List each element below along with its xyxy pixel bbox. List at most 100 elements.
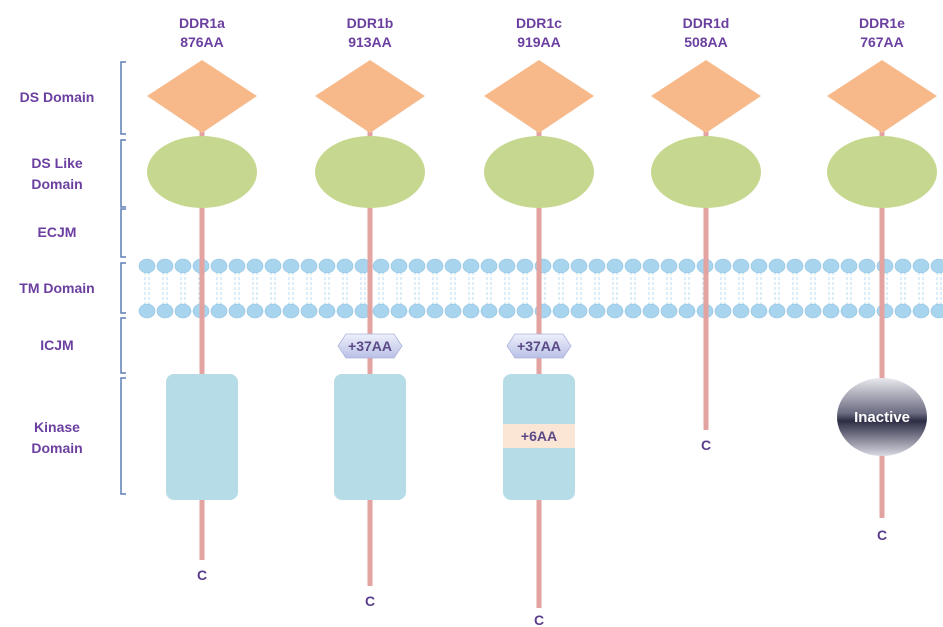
- stem-line: [199, 258, 205, 320]
- lipid-head: [426, 258, 444, 274]
- stem-line: [536, 130, 542, 608]
- lipid-head: [138, 303, 156, 319]
- lipid-head: [480, 303, 498, 319]
- lipid-head: [588, 258, 606, 274]
- lipid-head: [714, 303, 732, 319]
- lipid: [372, 258, 390, 319]
- lipid-head: [462, 303, 480, 319]
- stem-line: [703, 258, 709, 320]
- lipid-head: [840, 303, 858, 319]
- c-terminus-label: C: [365, 593, 375, 609]
- ds-domain-diamond: [315, 60, 425, 133]
- lipid-head: [264, 258, 282, 274]
- isoform-length: 767AA: [860, 34, 904, 50]
- stem-line: [536, 258, 542, 320]
- lipid-head: [498, 303, 516, 319]
- lipid-head: [228, 303, 246, 319]
- lipid: [858, 258, 876, 319]
- lipid-head: [804, 303, 822, 319]
- lipid: [138, 258, 156, 319]
- inactive-sphere: [837, 378, 927, 456]
- kinase-insert-label: +6AA: [521, 428, 557, 444]
- lipid-head: [444, 258, 462, 274]
- lipid-head: [498, 258, 516, 274]
- lipid: [462, 258, 480, 319]
- c-terminus-label: C: [534, 612, 544, 627]
- lipid: [912, 258, 930, 319]
- lipid-head: [228, 258, 246, 274]
- lipid-head: [786, 303, 804, 319]
- lipid-head: [678, 258, 696, 274]
- ds-like-domain-ellipse: [484, 136, 594, 208]
- icjm-tag-shape: [506, 333, 572, 359]
- lipid-head: [336, 303, 354, 319]
- lipid-head: [300, 303, 318, 319]
- lipid-head: [606, 303, 624, 319]
- lipid-head: [750, 303, 768, 319]
- lipid-head: [858, 258, 876, 274]
- icjm-insert-label: +37AA: [517, 338, 561, 354]
- bracket: [120, 208, 126, 258]
- isoform-name: DDR1d: [683, 15, 730, 31]
- lipid-head: [174, 303, 192, 319]
- lipid-head: [552, 258, 570, 274]
- tm-domain-label-line: TM Domain: [19, 280, 94, 296]
- stem-line: [199, 130, 205, 560]
- ds-like-domain-ellipse: [651, 136, 761, 208]
- lipid: [894, 258, 912, 319]
- bracket: [120, 377, 126, 495]
- icjm-label: ICJM: [40, 317, 126, 374]
- lipid-head: [282, 258, 300, 274]
- isoform-name: DDR1e: [859, 15, 905, 31]
- ds-like-domain-label-line: Domain: [31, 176, 82, 192]
- lipid-head: [174, 258, 192, 274]
- lipid-head: [390, 303, 408, 319]
- isoform-name: DDR1c: [516, 15, 562, 31]
- lipid-head: [300, 258, 318, 274]
- lipid: [426, 258, 444, 319]
- lipid-head: [516, 303, 534, 319]
- lipid-head: [894, 303, 912, 319]
- stem-line: [367, 258, 373, 320]
- isoform-length: 919AA: [517, 34, 561, 50]
- lipid-head: [408, 258, 426, 274]
- isoform-columns: DDR1a876AACDDR1b913AA+37AACDDR1c919AA+37…: [147, 15, 937, 627]
- lipid: [336, 258, 354, 319]
- lipid: [804, 258, 822, 319]
- bracket: [120, 61, 126, 135]
- lipid-head: [624, 303, 642, 319]
- lipid-head: [156, 303, 174, 319]
- lipid-head: [750, 258, 768, 274]
- stem-line: [879, 258, 885, 320]
- ds-domain-diamond: [827, 60, 937, 133]
- c-terminus-label: C: [877, 527, 887, 543]
- lipid-head: [642, 303, 660, 319]
- icjm-insert-label: +37AA: [348, 338, 392, 354]
- isoform-length: 876AA: [180, 34, 224, 50]
- ecjm-label: ECJM: [38, 208, 126, 258]
- lipid: [246, 258, 264, 319]
- lipid-head: [786, 258, 804, 274]
- kinase-block: [166, 374, 238, 500]
- lipid-head: [876, 303, 894, 319]
- lipid: [444, 258, 462, 319]
- lipid-head: [516, 258, 534, 274]
- kinase-domain-label-line: Domain: [31, 440, 82, 456]
- tm-domain-label: TM Domain: [19, 262, 126, 314]
- c-terminus-label: C: [197, 567, 207, 583]
- kinase-domain-label-line: Kinase: [34, 419, 80, 435]
- lipid-head: [840, 258, 858, 274]
- kinase-domain: [166, 374, 238, 500]
- lipid: [750, 258, 768, 319]
- icjm-label-line: ICJM: [40, 337, 73, 353]
- lipid: [516, 258, 534, 319]
- lipid-head: [462, 258, 480, 274]
- lipid: [606, 258, 624, 319]
- lipid-head: [156, 258, 174, 274]
- lipid-head: [660, 303, 678, 319]
- lipid-head: [606, 258, 624, 274]
